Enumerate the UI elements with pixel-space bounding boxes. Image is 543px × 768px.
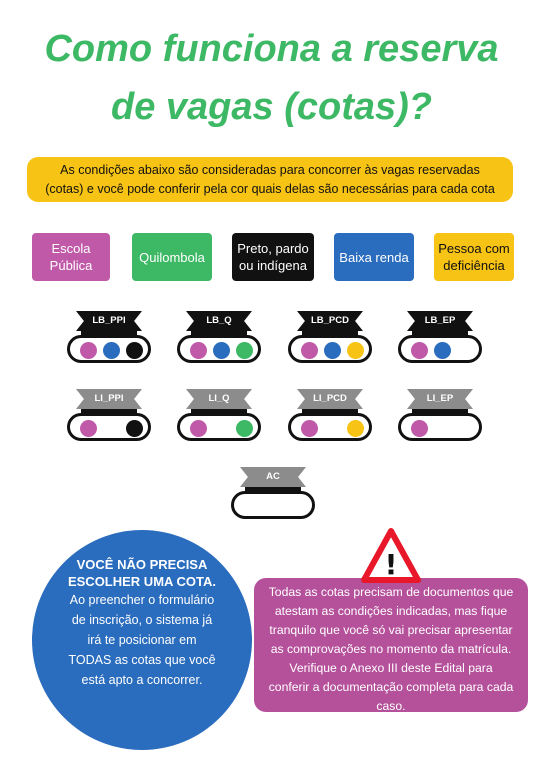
cota-connector (191, 407, 247, 416)
cota-pill (67, 335, 151, 363)
cota-pill (177, 413, 261, 441)
cota-label: LB_PCD (297, 311, 363, 331)
condition-dot-pink (411, 420, 428, 437)
legend-quilombola: Quilombola (132, 233, 212, 281)
condition-dot-pink (190, 342, 207, 359)
legend-ppi: Preto, pardo ou indígena (232, 233, 314, 281)
note-line-2: atestam as condições indicadas, mas fiqu… (274, 604, 508, 618)
condition-dot-pink (80, 420, 97, 437)
legend-label: Quilombola (139, 249, 205, 265)
cota-pill (398, 413, 482, 441)
cota-label: LB_Q (186, 311, 252, 331)
cota-connector (81, 329, 137, 338)
cota-pill (67, 413, 151, 441)
note-line-4: as comprovações no momento da matrícula. (270, 642, 512, 656)
legend-baixa-renda: Baixa renda (334, 233, 414, 281)
cota-badge: LI_PCD (288, 389, 372, 449)
condition-dot-blue (324, 342, 341, 359)
legend-label: Pública (49, 258, 93, 273)
condition-dot-yellow (347, 342, 364, 359)
circle-line-4: de inscrição, o sistema já (71, 613, 213, 627)
circle-line-2: ESCOLHER UMA COTA. (67, 574, 217, 589)
circle-line-7: está apto a concorrer. (81, 673, 203, 687)
title-line-2: de vagas (cotas)? (111, 86, 432, 128)
cota-connector (302, 329, 358, 338)
condition-dot-pink (190, 420, 207, 437)
cota-connector (412, 329, 468, 338)
note-line-7: caso. (376, 699, 406, 713)
cota-pill (288, 335, 372, 363)
cota-badge: LI_Q (177, 389, 261, 449)
cota-badge: LB_EP (398, 311, 482, 371)
circle-line-3: Ao preencher o formulário (69, 593, 215, 607)
cota-connector (191, 329, 247, 338)
page-title: Como funciona a reserva de vagas (cotas)… (0, 20, 543, 136)
cota-label: LI_Q (186, 389, 252, 409)
title-line-1: Como funciona a reserva (44, 28, 499, 70)
circle-line-6: TODAS as cotas que você (68, 653, 216, 667)
circle-line-5: irá te posicionar em (87, 633, 197, 647)
cota-connector (412, 407, 468, 416)
condition-dot-blue (213, 342, 230, 359)
legend-label: ou indígena (239, 258, 307, 273)
condition-dot-pink (301, 342, 318, 359)
condition-dot-pink (80, 342, 97, 359)
legend-label: Baixa renda (339, 249, 409, 265)
cota-badge: LB_PCD (288, 311, 372, 371)
cota-label: AC (240, 467, 306, 487)
cota-label: LI_PPI (76, 389, 142, 409)
info-circle: VOCÊ NÃO PRECISA ESCOLHER UMA COTA. Ao p… (32, 530, 252, 750)
condition-dot-green (236, 420, 253, 437)
cota-badge: LB_Q (177, 311, 261, 371)
note-line-1: Todas as cotas precisam de documentos qu… (268, 585, 514, 599)
cota-pill (231, 491, 315, 519)
warning-symbol: ! (385, 548, 398, 581)
legend-label: Preto, pardo (237, 241, 309, 256)
legend-pcd: Pessoa com deficiência (434, 233, 514, 281)
condition-dot-blue (103, 342, 120, 359)
cota-connector (302, 407, 358, 416)
cota-badge: LB_PPI (67, 311, 151, 371)
circle-line-1: VOCÊ NÃO PRECISA (76, 557, 208, 572)
legend-label: Pessoa com (438, 241, 510, 256)
condition-dot-yellow (347, 420, 364, 437)
legend-label: deficiência (443, 258, 505, 273)
cota-label: LB_PPI (76, 311, 142, 331)
documents-note: Todas as cotas precisam de documentos qu… (254, 578, 528, 713)
cota-pill (177, 335, 261, 363)
condition-dot-black (126, 342, 143, 359)
condition-dot-blue (434, 342, 451, 359)
condition-dot-green (236, 342, 253, 359)
cota-badge: LI_PPI (67, 389, 151, 449)
condition-dot-pink (411, 342, 428, 359)
warning-icon: ! (361, 528, 421, 583)
info-banner: As condições abaixo são consideradas par… (27, 157, 513, 202)
banner-line-2: (cotas) e você pode conferir pela cor qu… (45, 182, 495, 196)
cota-badge: LI_EP (398, 389, 482, 449)
note-line-6: conferir a documentação completa para ca… (268, 680, 514, 694)
cota-pill (288, 413, 372, 441)
cota-label: LI_PCD (297, 389, 363, 409)
cota-pill (398, 335, 482, 363)
cota-badge: AC (231, 467, 315, 527)
cota-connector (245, 485, 301, 494)
cota-connector (81, 407, 137, 416)
legend-label: Escola (51, 241, 91, 256)
condition-dot-black (126, 420, 143, 437)
note-line-5: Verifique o Anexo III deste Edital para (289, 661, 493, 675)
note-line-3: tranquilo que você só vai precisar apres… (269, 623, 513, 637)
condition-dot-pink (301, 420, 318, 437)
banner-line-1: As condições abaixo são consideradas par… (60, 163, 480, 177)
cota-label: LI_EP (407, 389, 473, 409)
cota-label: LB_EP (407, 311, 473, 331)
